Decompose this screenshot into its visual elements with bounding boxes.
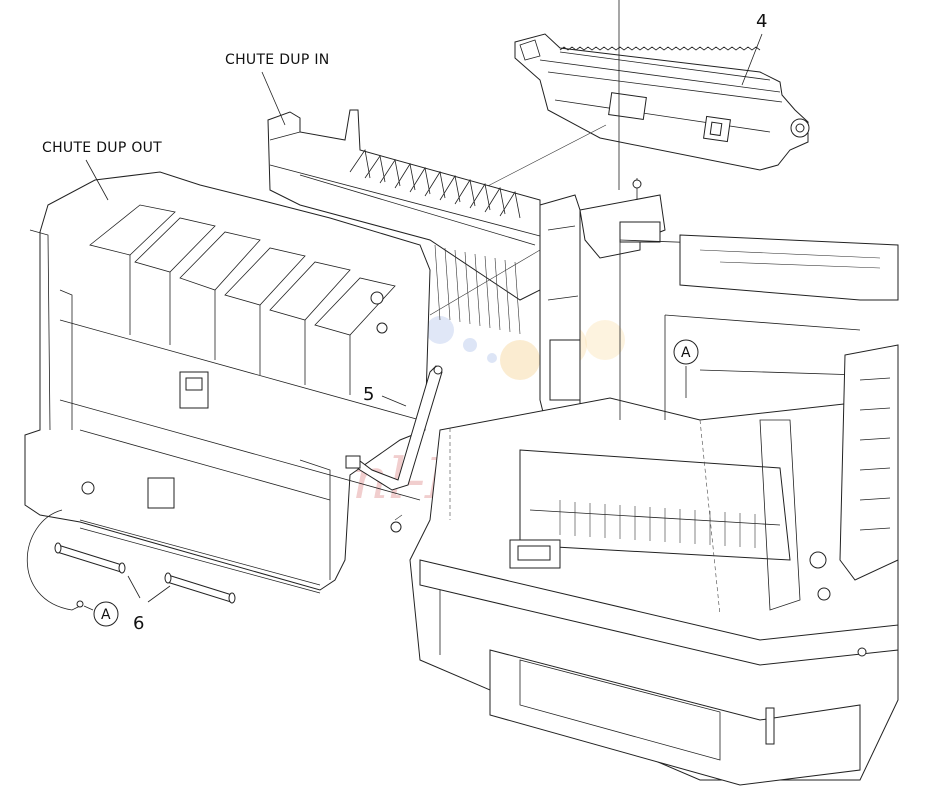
- ref-a-left: A: [93, 601, 119, 627]
- part-4-assembly: [514, 33, 810, 171]
- chute-dup-out-text: CHUTE DUP OUT: [42, 140, 162, 156]
- chute-dup-in-text: CHUTE DUP IN: [225, 52, 330, 68]
- watermark-dot: [487, 353, 497, 363]
- watermark-dot: [500, 340, 540, 380]
- ref-a-right: A: [673, 339, 699, 398]
- part-6-pins: [54, 542, 236, 604]
- callout-6-text: 6: [133, 613, 144, 634]
- callout-5-text: 5: [363, 384, 374, 405]
- chute-dup-out-part: [24, 171, 431, 594]
- callout-4: 4: [741, 11, 767, 86]
- chute-dup-in-part: [267, 109, 666, 421]
- part-5-cable: [345, 365, 443, 491]
- ref-a-right-text: A: [681, 345, 691, 361]
- ref-a-left-circle: [93, 601, 119, 627]
- callout-4-text: 4: [756, 11, 767, 32]
- label-chute-dup-out: CHUTE DUP OUT: [42, 140, 162, 201]
- watermark-dot: [463, 338, 477, 352]
- base-frame: [390, 234, 899, 786]
- callout-6: 6: [133, 613, 144, 634]
- ref-a-left-text: A: [101, 607, 111, 623]
- label-chute-dup-in: CHUTE DUP IN: [225, 52, 330, 126]
- ground-wire-left: [26, 509, 94, 611]
- watermark-dot: [585, 320, 625, 360]
- ref-a-right-circle: [673, 339, 699, 365]
- callout-5: 5: [363, 384, 374, 405]
- watermark-dot: [426, 316, 454, 344]
